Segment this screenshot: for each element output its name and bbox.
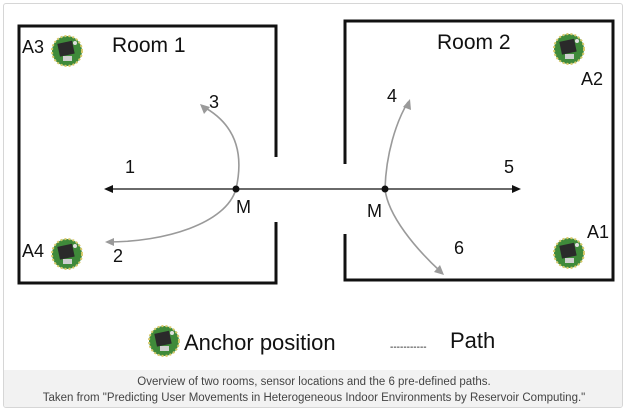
figure-caption: Overview of two rooms, sensor locations … [4,370,622,407]
anchor-a4-icon [51,238,83,270]
midpoint-label-1: M [236,197,251,217]
legend-anchor-label: Anchor position [184,330,336,355]
path-1-label: 1 [125,157,135,177]
path-3-arrowhead [200,104,210,114]
room-2-label: Room 2 [437,31,511,54]
anchor-a3-icon [51,35,83,67]
path-6-curve [384,188,442,273]
room-2-walls [343,19,615,282]
anchor-a1-label: A1 [587,222,609,242]
room-diagram: Room 1 Room 2 A3 A4 A2 A1 1 2 3 4 5 6 M … [17,19,615,357]
legend-path-label: Path [450,328,495,353]
caption-line-1: Overview of two rooms, sensor locations … [137,376,491,388]
path-6-arrowhead [434,265,444,275]
path-1-5-line [104,185,521,193]
anchor-a2-icon [553,33,585,65]
path-5-arrowhead [512,185,521,193]
path-2-arrowhead [105,238,114,246]
path-2-label: 2 [113,246,123,266]
midpoint-dot-1 [232,185,240,193]
anchor-a2-label: A2 [581,69,603,89]
anchor-a4-label: A4 [22,241,44,261]
path-4-label: 4 [387,86,397,106]
path-3-curve [201,105,240,190]
room-1-walls [17,24,278,285]
path-3-label: 3 [209,92,219,112]
curved-paths [107,101,442,273]
legend-path-dash: ----------- [390,342,427,353]
anchor-a1-icon [553,237,585,269]
figure-frame: Room 1 Room 2 A3 A4 A2 A1 1 2 3 4 5 6 M … [3,3,623,408]
midpoint-dot-2 [381,185,389,193]
midpoint-label-2: M [367,201,382,221]
caption-line-2: Taken from "Predicting User Movements in… [42,392,586,404]
path-4-curve [384,101,409,190]
path-2-curve [107,188,237,243]
anchor-a3-label: A3 [22,37,44,57]
path-5-label: 5 [504,157,514,177]
path-4-arrowhead [403,99,411,110]
path-1-arrowhead [104,185,113,193]
legend-anchor-icon [148,325,180,357]
path-6-label: 6 [454,238,464,258]
room-1-label: Room 1 [112,34,186,57]
